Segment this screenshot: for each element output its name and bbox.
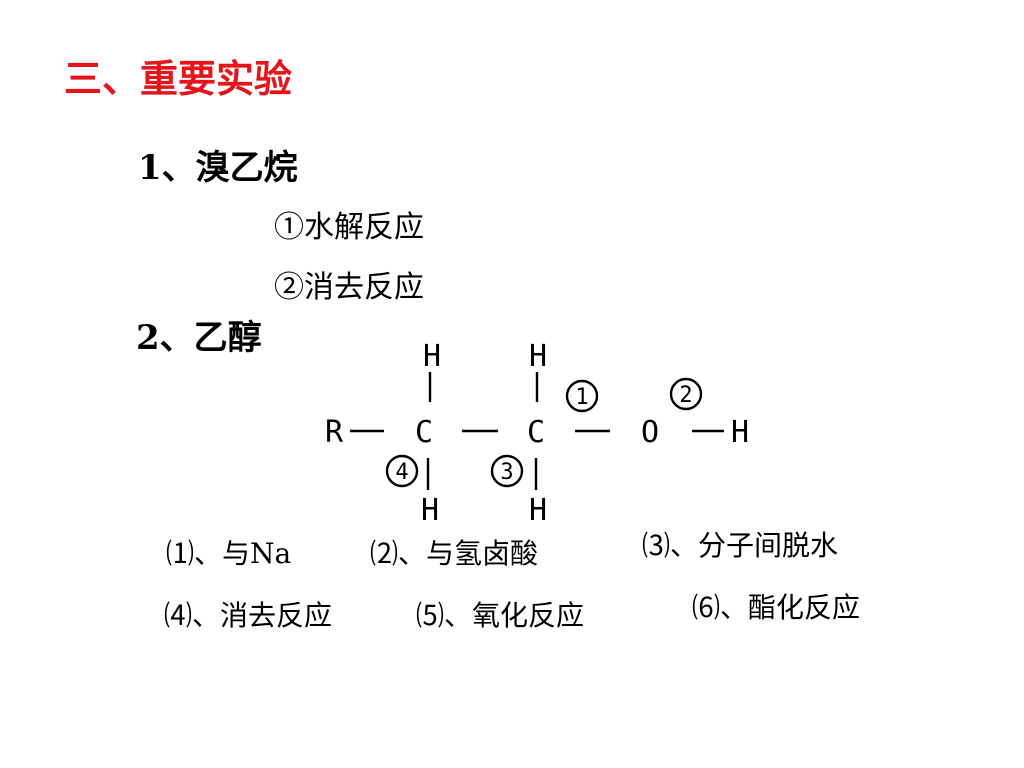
section-1-item-hydrolysis: ①水解反应 bbox=[274, 210, 424, 245]
bond-label-4-circle bbox=[385, 454, 419, 488]
atom-r: R bbox=[325, 415, 344, 450]
bond-label-3: 3 bbox=[500, 460, 513, 485]
bond-label-2: 2 bbox=[679, 383, 692, 408]
bond-label-2-circle bbox=[669, 377, 703, 411]
section-1-item-elimination: ②消去反应 bbox=[274, 270, 424, 305]
atom-c1: C bbox=[415, 415, 433, 450]
ethanol-structure-diagram: H H R C C O H 1 2 4 3 H H bbox=[325, 339, 749, 528]
atom-h-bottom-1: H bbox=[421, 493, 439, 528]
section-2-heading: 2、乙醇 bbox=[136, 318, 262, 358]
reaction-intermolecular-dehydration: ⑶、分子间脱水 bbox=[642, 529, 839, 562]
reaction-elimination: ⑷、消去反应 bbox=[164, 599, 333, 632]
atom-c2: C bbox=[527, 415, 545, 450]
atom-o: O bbox=[641, 415, 659, 450]
section-1-heading: 1、溴乙烷 bbox=[138, 148, 298, 188]
atom-h-bottom-2: H bbox=[529, 493, 547, 528]
bond-label-1: 1 bbox=[575, 385, 588, 410]
reaction-with-hydrohalic-acid: ⑵、与氢卤酸 bbox=[370, 537, 539, 570]
atom-h-top-1: H bbox=[423, 339, 441, 374]
bond-label-3-circle bbox=[490, 454, 524, 488]
atom-h-top-2: H bbox=[529, 339, 547, 374]
bond-label-4: 4 bbox=[395, 460, 408, 485]
reaction-with-sodium: ⑴、与Na bbox=[166, 537, 292, 570]
page-title: 三、重要实验 bbox=[64, 56, 293, 101]
bond-label-1-circle bbox=[565, 379, 599, 413]
reaction-oxidation: ⑸、氧化反应 bbox=[416, 599, 585, 632]
reaction-esterification: ⑹、酯化反应 bbox=[692, 591, 861, 624]
atom-h-end: H bbox=[731, 415, 749, 450]
